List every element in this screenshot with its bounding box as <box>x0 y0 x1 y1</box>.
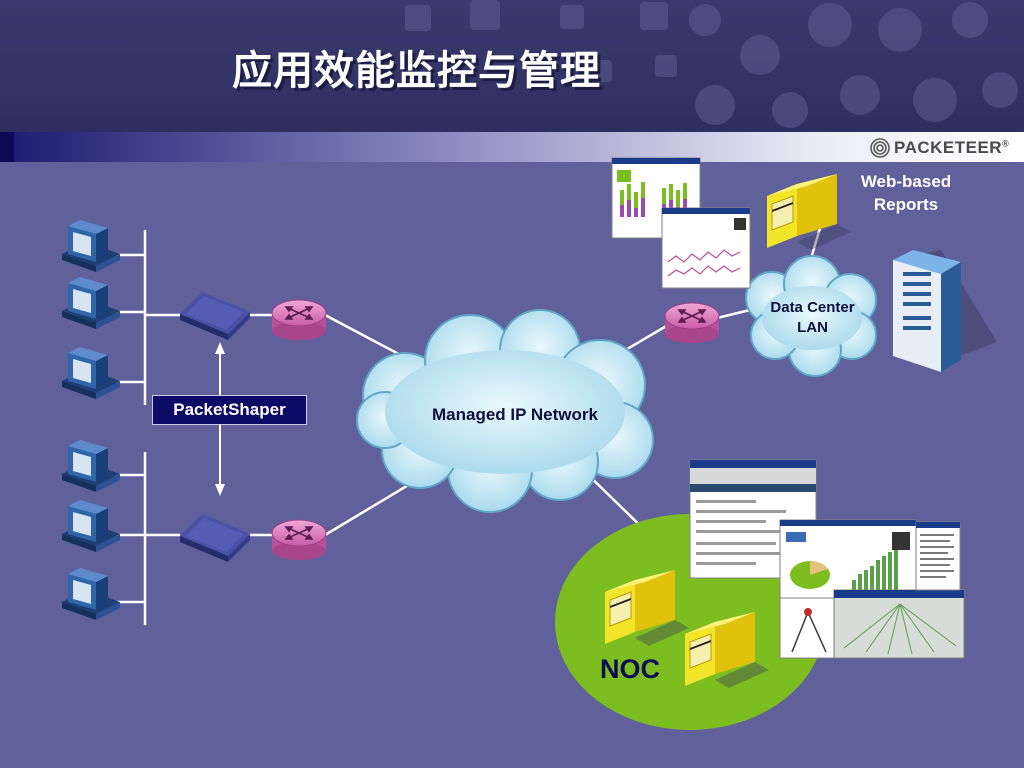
noc-console-screenshot <box>689 459 817 579</box>
noc-map-screenshot <box>833 589 965 659</box>
web-label-line-2: Reports <box>873 195 939 214</box>
data-center-lan-label: Data Center LAN <box>755 298 870 338</box>
report-server-icon <box>767 174 851 250</box>
data-center-lan-cloud <box>745 255 877 377</box>
desktop-computer-icon <box>62 440 120 492</box>
managed-ip-network-cloud <box>356 309 654 513</box>
noc-topology-screenshot <box>779 597 837 659</box>
managed-ip-network-label: Managed IP Network <box>432 405 598 424</box>
noc-list-screenshot <box>915 521 961 591</box>
packeteer-logo: PACKETEER® <box>870 137 1009 159</box>
server-tower-icon <box>893 250 997 372</box>
desktop-computer-icon <box>62 220 120 272</box>
header-pattern <box>405 0 1018 128</box>
noc-label: NOC <box>600 654 660 684</box>
packetshaper-device-icon <box>180 292 250 340</box>
logo-wordmark: PACKETEER® <box>894 138 1009 158</box>
packetshaper-device-icon <box>180 514 250 562</box>
desktop-computer-icon <box>62 568 120 620</box>
web-report-screenshot <box>661 207 751 289</box>
logo-text: PACKETEER <box>894 138 1003 157</box>
packeteer-logo-icon <box>870 138 890 158</box>
packetshaper-label: PacketShaper <box>152 395 307 425</box>
desktop-computer-icon <box>62 277 120 329</box>
router-icon <box>271 519 327 561</box>
web-based-reports-label: Web-based Reports <box>846 170 966 216</box>
dc-label-line-1: Data Center <box>770 299 855 316</box>
header-band <box>0 132 1024 162</box>
slide-title: 应用效能监控与管理 <box>232 48 601 94</box>
web-label-line-1: Web-based <box>860 172 952 191</box>
logo-registered-mark: ® <box>1002 138 1010 149</box>
desktop-computer-icon <box>62 347 120 399</box>
router-icon <box>664 302 720 344</box>
header-band-accent <box>0 132 14 162</box>
dc-label-line-2: LAN <box>797 319 828 336</box>
desktop-computer-icon <box>62 500 120 552</box>
router-icon <box>271 299 327 340</box>
